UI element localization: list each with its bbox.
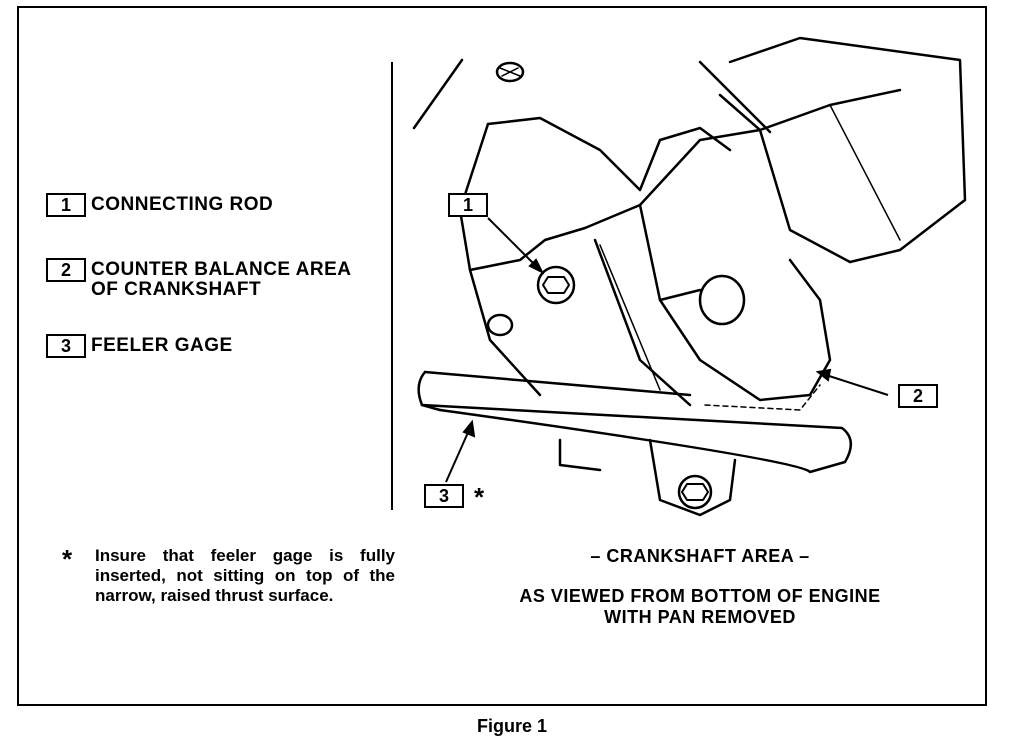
- legend-label: COUNTER BALANCE AREA OF CRANKSHAFT: [91, 259, 352, 300]
- rod-bolt: [536, 265, 576, 305]
- counterweight-edge: [593, 238, 692, 407]
- block-outline: [486, 116, 732, 192]
- leader-line-1: [487, 217, 539, 269]
- leader-line-3: [445, 427, 471, 483]
- feeler-gage-note: Insure that feeler gage is fully inserte…: [95, 546, 395, 605]
- callout-3: 3: [424, 484, 464, 508]
- legend-number-box: 1: [46, 193, 86, 217]
- lower-bolt: [677, 474, 713, 510]
- legend-item-connecting-rod: 1 CONNECTING ROD: [46, 193, 273, 217]
- vertical-divider: [391, 62, 393, 510]
- piston-outline: [728, 36, 967, 264]
- callout-2: 2: [898, 384, 938, 408]
- diagram-subtitle: AS VIEWED FROM BOTTOM OF ENGINE WITH PAN…: [519, 586, 881, 627]
- connecting-rod: [638, 128, 762, 207]
- note-asterisk: *: [62, 544, 73, 574]
- rod-bore: [698, 274, 746, 326]
- legend-number-box: 3: [46, 334, 86, 358]
- background-edge-line: [698, 60, 772, 134]
- legend-label: CONNECTING ROD: [91, 194, 274, 215]
- diagram-title: – CRANKSHAFT AREA –: [590, 546, 810, 566]
- figure-frame: [17, 6, 987, 706]
- legend-number-box: 2: [46, 258, 86, 282]
- leader-line-2: [825, 374, 889, 396]
- legend-item-counter-balance: 2 COUNTER BALANCE AREA OF CRANKSHAFT: [46, 258, 352, 300]
- feeler-gage: [417, 370, 852, 474]
- legend-item-feeler-gage: 3 FEELER GAGE: [46, 334, 233, 358]
- callout-1: 1: [448, 193, 488, 217]
- figure-label: Figure 1: [476, 716, 547, 736]
- background-edge-line: [412, 58, 464, 130]
- callout-3-asterisk: *: [474, 482, 485, 512]
- legend-label: FEELER GAGE: [91, 335, 233, 356]
